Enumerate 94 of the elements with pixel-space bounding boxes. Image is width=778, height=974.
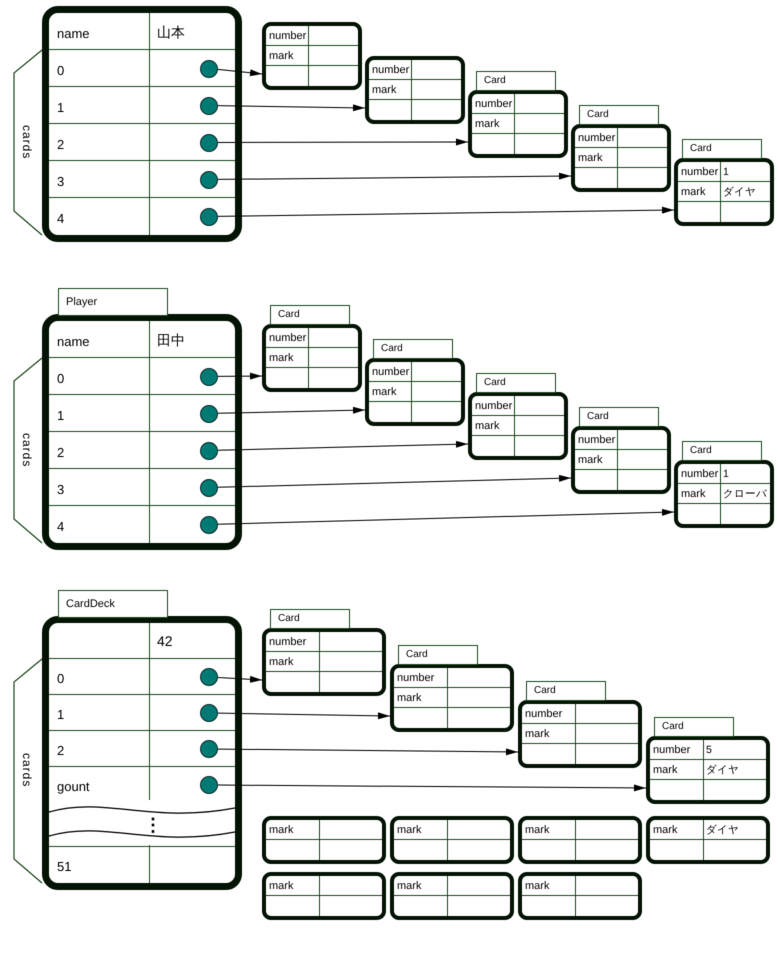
index-label: 2 — [57, 138, 64, 152]
bracket-label: cards — [20, 124, 34, 159]
index-label: 1 — [57, 408, 64, 422]
class-name-tab: CardDeck — [58, 590, 168, 618]
field-label: mark — [525, 727, 550, 741]
field-label: number — [475, 399, 512, 413]
field-value: ダイヤ — [723, 185, 756, 199]
arrow — [218, 372, 262, 380]
field-label: mark — [653, 823, 678, 837]
field-label: mark — [653, 763, 678, 777]
class-name-tab: Card — [682, 441, 762, 461]
class-name-tab: Card — [373, 339, 453, 359]
field-value: クローバ — [723, 487, 767, 501]
arrow — [218, 508, 674, 525]
field-label: number — [681, 165, 718, 179]
class-name-tab: Card — [398, 645, 478, 665]
field-label: mark — [372, 83, 396, 97]
index-label: 4 — [57, 520, 64, 534]
arrow — [218, 406, 366, 414]
field-label: number — [578, 433, 616, 447]
field-label: mark — [475, 117, 500, 131]
field-label: number — [525, 707, 562, 721]
index-label: 0 — [57, 64, 64, 78]
field-label: number — [269, 635, 306, 649]
arrow — [217, 68, 262, 76]
class-name-tab: Card — [270, 305, 350, 325]
field-value: 田中 — [157, 332, 185, 346]
index-label: 3 — [57, 174, 64, 188]
field-value: ダイヤ — [706, 823, 739, 837]
arrow — [218, 440, 468, 451]
class-name-tab: Card — [526, 681, 606, 701]
class-name-tab: Card — [579, 105, 659, 125]
field-label: name — [57, 334, 90, 348]
field-label: mark — [397, 823, 422, 837]
field-value: 1 — [723, 467, 729, 481]
field-label: mark — [578, 151, 602, 165]
class-name-tab: Card — [476, 71, 556, 91]
index-label: gount — [57, 780, 90, 794]
index-label: 2 — [57, 744, 64, 758]
field-label: mark — [525, 823, 550, 837]
field-label: mark — [681, 487, 706, 501]
arrow — [218, 748, 518, 756]
field-label: number — [475, 97, 512, 111]
class-name-tab: Card — [579, 407, 659, 427]
field-label: number — [269, 29, 306, 43]
index-label: 1 — [57, 708, 64, 722]
bracket-label: cards — [20, 753, 34, 788]
field-label: number — [653, 743, 690, 757]
field-label: number — [269, 331, 306, 345]
ellipsis-mark: ⋮ — [144, 818, 162, 832]
bracket-label: cards — [20, 432, 34, 467]
field-value: 5 — [706, 743, 712, 757]
field-label: mark — [372, 385, 396, 399]
index-label: 0 — [57, 372, 64, 386]
field-value: 山本 — [157, 24, 185, 38]
field-label: mark — [397, 879, 422, 893]
class-name-tab: Card — [270, 609, 350, 629]
field-label: mark — [269, 351, 294, 365]
field-label: mark — [269, 49, 294, 63]
arrow — [218, 138, 468, 146]
arrow — [217, 676, 262, 683]
class-name-tab: Card — [476, 373, 556, 393]
arrow — [218, 206, 674, 217]
field-value: 1 — [723, 165, 729, 179]
field-label: mark — [269, 655, 294, 669]
field-label: mark — [525, 879, 550, 893]
field-label: mark — [269, 823, 294, 837]
class-name-tab: Card — [654, 717, 734, 737]
field-label: number — [372, 365, 410, 379]
index-label: 0 — [57, 672, 64, 686]
field-label: name — [57, 26, 90, 40]
index-label: 4 — [57, 212, 64, 226]
field-label: number — [397, 671, 434, 685]
field-label: mark — [475, 419, 500, 433]
field-label: mark — [397, 691, 422, 705]
arrow — [218, 784, 646, 792]
arrow — [218, 172, 572, 180]
field-label: mark — [578, 453, 602, 467]
index-label: 2 — [57, 446, 64, 460]
class-name-tab: Card — [682, 139, 762, 159]
arrow — [218, 712, 390, 720]
index-label: 3 — [57, 482, 64, 496]
field-label: number — [578, 131, 616, 145]
index-label: 1 — [57, 100, 64, 114]
field-label: mark — [681, 185, 706, 199]
class-name-tab: Player — [58, 288, 168, 316]
field-label: mark — [269, 879, 294, 893]
arrow — [218, 474, 572, 488]
arrow — [218, 104, 366, 112]
field-label: number — [681, 467, 718, 481]
field-label: number — [372, 63, 410, 77]
field-value: ダイヤ — [706, 763, 739, 777]
field-value: 42 — [157, 634, 173, 648]
index-label: 51 — [57, 860, 72, 874]
